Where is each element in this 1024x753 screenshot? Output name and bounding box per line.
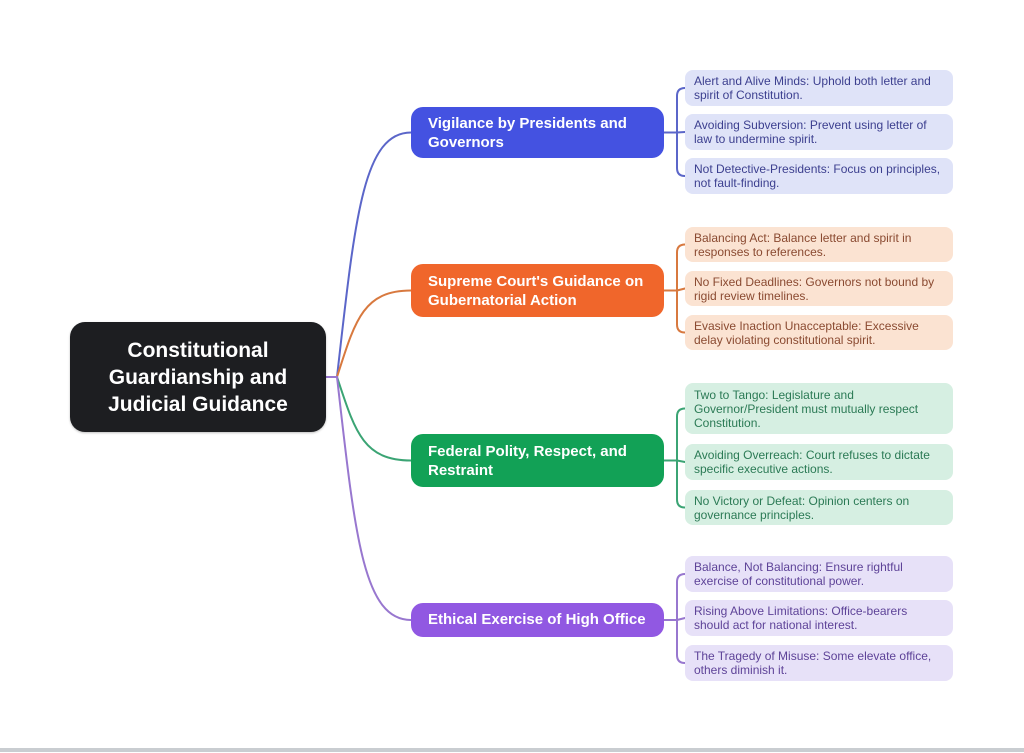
- leaf-node[interactable]: Balancing Act: Balance letter and spirit…: [685, 227, 953, 262]
- branch-node-supreme-court-guidance[interactable]: Supreme Court's Guidance on Gubernatoria…: [411, 264, 664, 317]
- leaf-node[interactable]: No Victory or Defeat: Opinion centers on…: [685, 490, 953, 525]
- canvas-bottom-edge: [0, 748, 1024, 752]
- leaf-text: Avoiding Subversion: Prevent using lette…: [694, 118, 927, 146]
- leaf-node[interactable]: Balance, Not Balancing: Ensure rightful …: [685, 556, 953, 592]
- leaf-text: No Victory or Defeat: Opinion centers on…: [694, 493, 910, 522]
- leaf-text: Balance, Not Balancing: Ensure rightful …: [694, 560, 903, 588]
- leaf-node[interactable]: The Tragedy of Misuse: Some elevate offi…: [685, 645, 953, 681]
- branch-node-ethical-exercise[interactable]: Ethical Exercise of High Office: [411, 603, 664, 637]
- leaf-node[interactable]: Evasive Inaction Unacceptable: Excessive…: [685, 315, 953, 350]
- leaf-node[interactable]: No Fixed Deadlines: Governors not bound …: [685, 271, 953, 306]
- leaf-text: Two to Tango: Legislature and Governor/P…: [694, 387, 919, 430]
- branch-label: Ethical Exercise of High Office: [428, 611, 646, 628]
- branch-label: Vigilance by Presidents and Governors: [428, 114, 627, 151]
- leaf-text: Balancing Act: Balance letter and spirit…: [694, 230, 912, 259]
- leaf-text: No Fixed Deadlines: Governors not bound …: [694, 274, 935, 303]
- leaf-text: Rising Above Limitations: Office-bearers…: [694, 604, 908, 632]
- branch-label: Supreme Court's Guidance on Gubernatoria…: [428, 272, 644, 309]
- branch-node-vigilance[interactable]: Vigilance by Presidents and Governors: [411, 107, 664, 158]
- root-label: Constitutional Guardianship and Judicial…: [108, 338, 288, 416]
- leaf-node[interactable]: Alert and Alive Minds: Uphold both lette…: [685, 70, 953, 106]
- leaf-node[interactable]: Avoiding Subversion: Prevent using lette…: [685, 114, 953, 150]
- leaf-node[interactable]: Rising Above Limitations: Office-bearers…: [685, 600, 953, 636]
- leaf-node[interactable]: Two to Tango: Legislature and Governor/P…: [685, 383, 953, 434]
- branch-node-federal-polity[interactable]: Federal Polity, Respect, and Restraint: [411, 434, 664, 487]
- leaf-text: Not Detective-Presidents: Focus on princ…: [694, 162, 941, 190]
- leaf-text: The Tragedy of Misuse: Some elevate offi…: [694, 649, 932, 677]
- leaf-text: Avoiding Overreach: Court refuses to dic…: [694, 448, 930, 476]
- root-node[interactable]: Constitutional Guardianship and Judicial…: [70, 322, 326, 432]
- leaf-text: Evasive Inaction Unacceptable: Excessive…: [694, 318, 919, 347]
- branch-label: Federal Polity, Respect, and Restraint: [428, 442, 627, 479]
- leaf-node[interactable]: Avoiding Overreach: Court refuses to dic…: [685, 444, 953, 480]
- leaf-text: Alert and Alive Minds: Uphold both lette…: [694, 74, 931, 102]
- leaf-node[interactable]: Not Detective-Presidents: Focus on princ…: [685, 158, 953, 194]
